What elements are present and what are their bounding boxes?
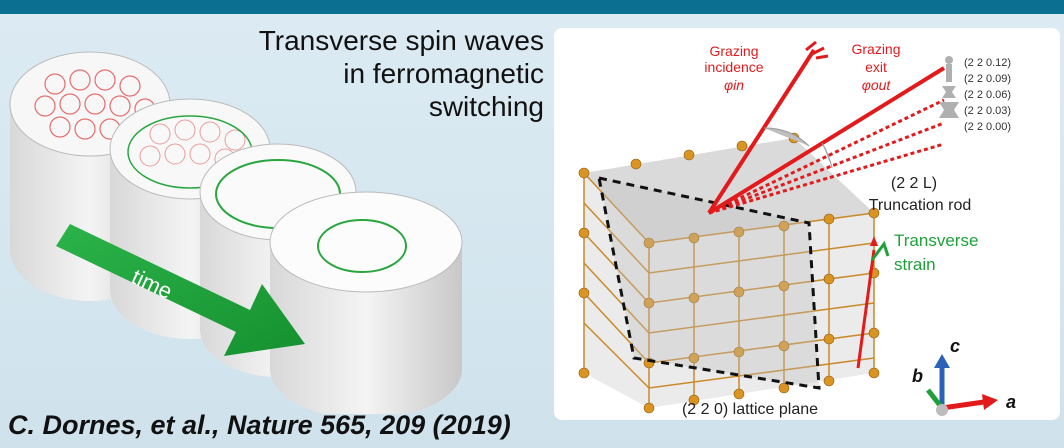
truncation-rod-label: Truncation rod [869, 197, 972, 214]
title-line: switching [428, 91, 544, 122]
axis-c-label: c [950, 336, 960, 356]
svg-text:strain: strain [894, 255, 936, 274]
svg-text:φout: φout [862, 77, 892, 93]
transverse-strain-label: Transverse strain [894, 231, 978, 274]
rod-tick-label: (2 2 0.00) [964, 121, 1011, 133]
lattice-plane-label: (2 2 0) lattice plane [682, 401, 818, 418]
axis-b-label: b [912, 366, 923, 386]
svg-text:Transverse: Transverse [894, 231, 978, 250]
figure-title: Transverse spin waves in ferromagnetic s… [214, 24, 544, 123]
grazing-incidence-label: Grazing incidence φin [704, 43, 763, 93]
svg-text:Grazing: Grazing [851, 41, 900, 57]
grazing-exit-label: Grazing exit φout [851, 41, 900, 93]
crystal-axes: c b a [912, 336, 1016, 416]
truncation-index-label: (2 2 L) [891, 175, 937, 192]
truncation-rod-marker [939, 56, 959, 118]
svg-text:exit: exit [865, 59, 887, 75]
rod-tick-labels: (2 2 0.12) (2 2 0.09) (2 2 0.06) (2 2 0.… [964, 57, 1011, 133]
svg-text:Grazing: Grazing [709, 43, 758, 59]
header-bar [0, 0, 1064, 14]
citation-text: C. Dornes, et al., Nature 565, 209 (2019… [8, 410, 511, 440]
svg-text:φin: φin [724, 77, 744, 93]
cylinder-4 [269, 191, 463, 414]
transverse-strain-arrow [856, 236, 890, 369]
rod-tick-label: (2 2 0.09) [964, 73, 1011, 85]
lattice-plane-outline [597, 176, 821, 390]
incidence-angle-arc [763, 127, 810, 147]
rod-tick-label: (2 2 0.06) [964, 89, 1011, 101]
diffraction-geometry-figure: (2 2 0.12) (2 2 0.09) (2 2 0.06) (2 2 0.… [554, 28, 1060, 420]
rod-tick-label: (2 2 0.03) [964, 105, 1011, 117]
xray-beams [707, 40, 946, 215]
spin-wave-cylinders-figure: time [9, 51, 463, 414]
title-line: in ferromagnetic [343, 58, 544, 89]
axis-a-label: a [1006, 392, 1016, 412]
svg-text:incidence: incidence [704, 59, 763, 75]
exit-angle-arc [821, 142, 833, 169]
rod-tick-label: (2 2 0.12) [964, 57, 1011, 69]
title-line: Transverse spin waves [258, 25, 544, 56]
lattice-block [578, 132, 880, 414]
